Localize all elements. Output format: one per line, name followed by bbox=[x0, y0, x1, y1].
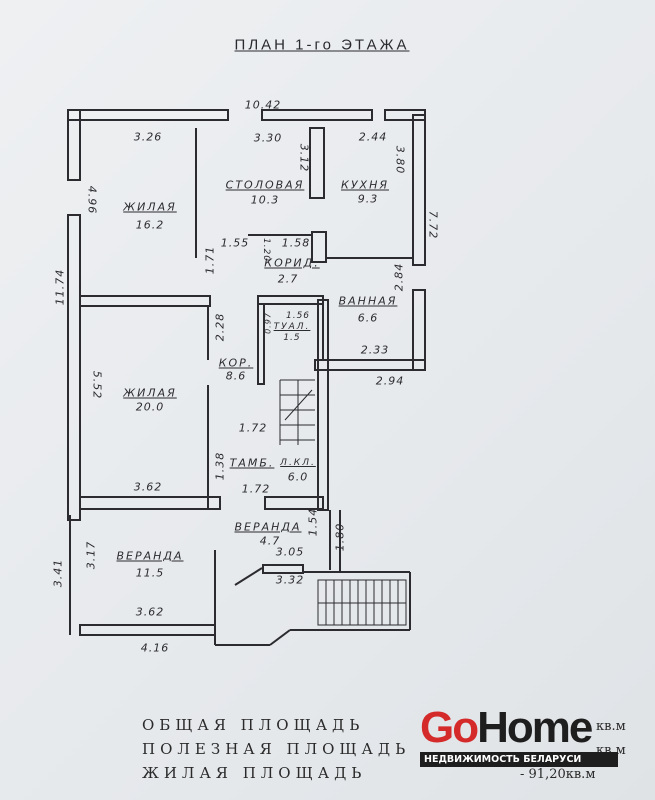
wall bbox=[67, 109, 81, 181]
dimension: 1.20 bbox=[261, 237, 271, 263]
logo-home: Home bbox=[477, 703, 593, 752]
wall bbox=[309, 127, 325, 199]
dimension: 2.84 bbox=[392, 262, 406, 292]
wall bbox=[264, 496, 324, 510]
dimension: 0.97 bbox=[263, 312, 273, 334]
wall bbox=[261, 109, 373, 121]
total-area-value: кв.м bbox=[596, 719, 626, 734]
room-area: 1.5 bbox=[283, 333, 301, 343]
living-area-label: ЖИЛАЯ ПЛОЩАДЬ bbox=[142, 764, 367, 782]
dimension: 2.28 bbox=[213, 312, 227, 342]
dimension: 3.26 bbox=[133, 130, 163, 144]
wall bbox=[67, 214, 81, 521]
gohome-watermark-logo: GoHome НЕДВИЖИМОСТЬ БЕЛАРУСИ bbox=[420, 706, 618, 767]
room-name: ЖИЛАЯ bbox=[123, 386, 177, 400]
dimension: 10.42 bbox=[244, 98, 282, 112]
room-area: 2.7 bbox=[277, 272, 299, 286]
wall bbox=[67, 109, 229, 121]
dimension: 2.94 bbox=[375, 374, 405, 388]
wall bbox=[412, 114, 426, 266]
dimension: 1.38 bbox=[213, 451, 227, 481]
room-area: 11.5 bbox=[135, 566, 165, 580]
dimension: 3.05 bbox=[275, 545, 305, 559]
dimension: 1.80 bbox=[333, 522, 347, 552]
wall bbox=[257, 303, 265, 385]
room-name: ВАННАЯ bbox=[338, 294, 398, 308]
plan-title: ПЛАН 1-го ЭТАЖА bbox=[234, 36, 410, 54]
living-area-value: - 91,20кв.м bbox=[520, 767, 596, 782]
dimension: 3.80 bbox=[393, 145, 407, 175]
dimension: 11.74 bbox=[53, 268, 67, 306]
dimension: 3.17 bbox=[84, 540, 98, 570]
wall bbox=[412, 289, 426, 371]
dimension: 1.56 bbox=[285, 311, 311, 321]
dimension: 1.72 bbox=[238, 421, 268, 435]
wall bbox=[79, 624, 216, 636]
room-name: КОР. bbox=[218, 356, 254, 370]
room-name: ЖИЛАЯ bbox=[123, 200, 177, 214]
dimension: 3.62 bbox=[135, 605, 165, 619]
room-area: 10.3 bbox=[250, 193, 280, 207]
room-name: СТОЛОВАЯ bbox=[225, 178, 305, 192]
room-name: ТУАЛ. bbox=[273, 322, 311, 332]
room-area: 16.2 bbox=[135, 218, 165, 232]
room-name: КУХНЯ bbox=[341, 178, 389, 192]
dimension: 2.44 bbox=[358, 130, 388, 144]
room-area: 9.3 bbox=[357, 192, 379, 206]
dimension: 1.72 bbox=[241, 482, 271, 496]
dimension: 1.58 bbox=[281, 236, 311, 250]
dimension: 5.52 bbox=[90, 370, 104, 400]
useful-area-label: ПОЛЕЗНАЯ ПЛОЩАДЬ bbox=[142, 740, 411, 758]
room-name: Л.КЛ. bbox=[280, 458, 316, 468]
wall bbox=[257, 295, 324, 305]
dimension: 3.30 bbox=[253, 131, 283, 145]
dimension: 3.32 bbox=[275, 573, 305, 587]
wall bbox=[262, 564, 304, 574]
dimension: 7.72 bbox=[426, 210, 440, 240]
room-name: ВЕРАНДА bbox=[116, 549, 184, 563]
room-name: ТАМБ. bbox=[229, 456, 275, 470]
room-area: 8.6 bbox=[225, 369, 247, 383]
dimension: 1.71 bbox=[203, 245, 217, 275]
dimension: 4.16 bbox=[140, 641, 170, 655]
wall bbox=[314, 359, 426, 371]
dimension: 3.62 bbox=[133, 480, 163, 494]
room-area: 20.0 bbox=[135, 400, 165, 414]
wall bbox=[79, 295, 211, 307]
total-area-label: ОБЩАЯ ПЛОЩАДЬ bbox=[142, 716, 365, 734]
room-area: 4.7 bbox=[259, 534, 281, 548]
room-name: КОРИД. bbox=[264, 256, 320, 270]
dimension: 4.96 bbox=[85, 185, 99, 215]
room-name: ВЕРАНДА bbox=[234, 520, 302, 534]
dimension: 3.12 bbox=[297, 143, 311, 173]
room-area: 6.6 bbox=[357, 311, 379, 325]
dimension: 3.41 bbox=[51, 558, 65, 588]
wall bbox=[79, 496, 221, 510]
dimension: 1.55 bbox=[220, 236, 250, 250]
dimension: 1.54 bbox=[306, 507, 320, 537]
wall bbox=[311, 231, 327, 263]
logo-tagline: НЕДВИЖИМОСТЬ БЕЛАРУСИ bbox=[420, 752, 618, 767]
logo-go: Go bbox=[420, 703, 479, 752]
room-area: 6.0 bbox=[287, 470, 309, 484]
dimension: 2.33 bbox=[360, 343, 390, 357]
